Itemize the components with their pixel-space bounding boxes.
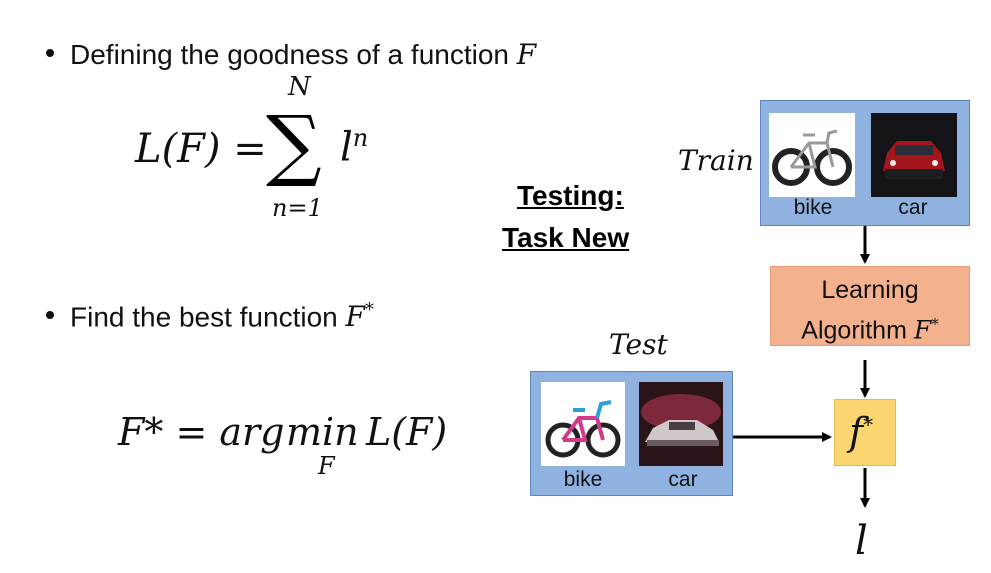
flow-arrows <box>0 0 991 573</box>
